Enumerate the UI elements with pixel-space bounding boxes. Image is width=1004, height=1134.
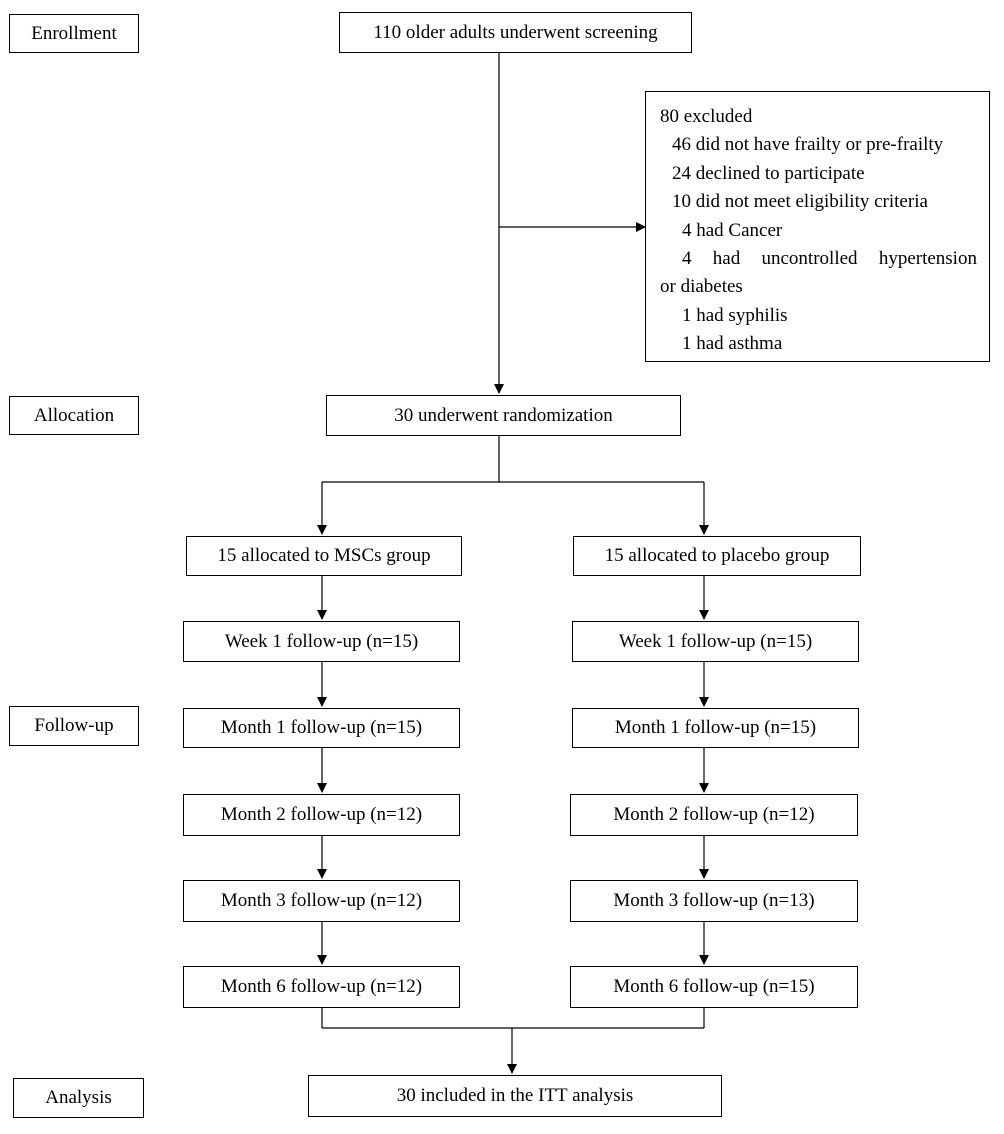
msc-month2-box: Month 2 follow-up (n=12) (183, 794, 460, 836)
screening-box: 110 older adults underwent screening (339, 12, 692, 53)
msc-month3-box: Month 3 follow-up (n=12) (183, 880, 460, 922)
excluded-title: 80 excluded (660, 106, 753, 127)
placebo-month1-box: Month 1 follow-up (n=15) (572, 708, 859, 748)
excluded-no-frailty: 46 did not have frailty or pre-frailty (672, 134, 944, 156)
randomization-box: 30 underwent randomization (326, 395, 681, 436)
stage-label-analysis: Analysis (13, 1078, 144, 1118)
excluded-uncontrolled-cont: or diabetes (660, 276, 743, 298)
msc-month1-box: Month 1 follow-up (n=15) (183, 708, 460, 748)
placebo-week1-box: Week 1 follow-up (n=15) (572, 621, 859, 662)
excluded-cancer: 4 had Cancer (682, 219, 783, 241)
placebo-month2-box: Month 2 follow-up (n=12) (570, 794, 858, 836)
itt-analysis-box: 30 included in the ITT analysis (308, 1075, 722, 1117)
stage-label-enrollment: Enrollment (9, 14, 139, 53)
excluded-not-eligible: 10 did not meet eligibility criteria (672, 191, 928, 213)
msc-week1-box: Week 1 follow-up (n=15) (183, 621, 460, 662)
msc-month6-box: Month 6 follow-up (n=12) (183, 966, 460, 1008)
excluded-uncontrolled: 4 had uncontrolled hypertension (682, 248, 977, 270)
msc-allocated-box: 15 allocated to MSCs group (186, 536, 462, 576)
excluded-asthma: 1 had asthma (682, 333, 783, 355)
stage-label-followup: Follow-up (9, 706, 139, 746)
stage-label-allocation: Allocation (9, 396, 139, 435)
excluded-declined: 24 declined to participate (672, 162, 865, 184)
placebo-allocated-box: 15 allocated to placebo group (573, 536, 861, 576)
excluded-box: 80 excluded 46 did not have frailty or p… (645, 91, 990, 362)
placebo-month6-box: Month 6 follow-up (n=15) (570, 966, 858, 1008)
placebo-month3-box: Month 3 follow-up (n=13) (570, 880, 858, 922)
excluded-syphilis: 1 had syphilis (682, 304, 788, 326)
